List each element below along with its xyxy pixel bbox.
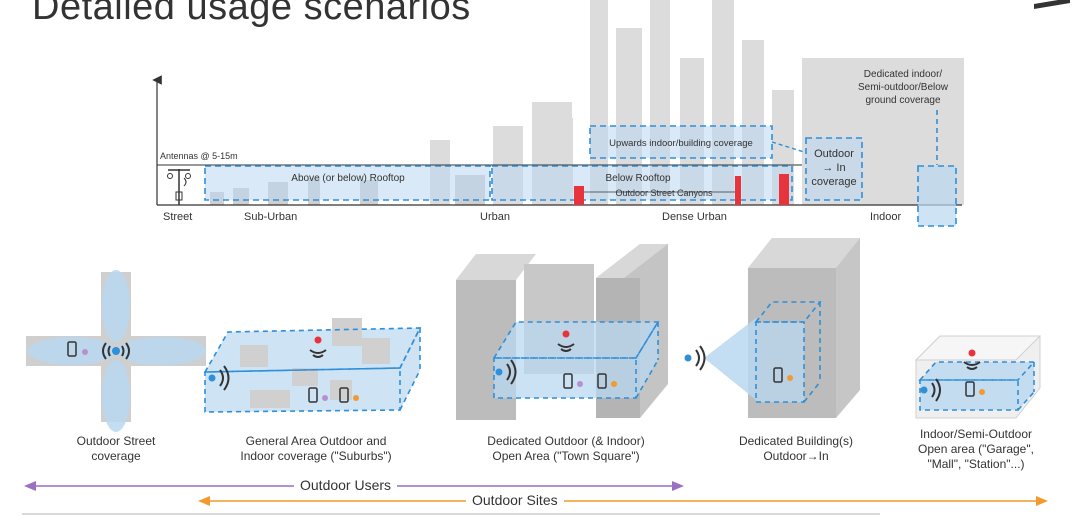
dedicated-indoor-label: Dedicated indoor/ Semi-outdoor/Below gro…: [857, 69, 949, 106]
outdoor-sites-range: [198, 496, 1048, 506]
town-square-scenario: [456, 244, 668, 420]
street-canyon-marker: [779, 174, 789, 205]
scenario-caption-indoor: Indoor/Semi-Outdoor Open area ("Garage",…: [918, 427, 1034, 471]
outdoor-to-in-zone: [805, 137, 863, 201]
building-scenario: [684, 238, 860, 418]
zone-indoor: Indoor: [870, 211, 902, 223]
upwards-indoor-zone: [589, 125, 773, 159]
zone-sub-urban: Sub-Urban: [244, 211, 297, 223]
above-rooftop-zone: [204, 165, 491, 201]
ericsson-logo-icon: [1034, 0, 1070, 9]
zone-street: Street: [163, 211, 192, 223]
suburb-scenario: [203, 318, 422, 413]
antenna-label: Antennas @ 5-15m: [160, 151, 238, 161]
scenario-caption-street: Outdoor Street coverage: [76, 434, 156, 463]
outdoor-users-label: Outdoor Users: [294, 477, 398, 493]
street-cross-scenario: [26, 270, 206, 432]
scenario-caption-suburbs: General Area Outdoor and Indoor coverage…: [240, 434, 392, 463]
zone-urban: Urban: [480, 211, 510, 223]
above-rooftop-label: Above (or below) Rooftop: [291, 173, 405, 184]
scenario-caption-town-square: Dedicated Outdoor (& Indoor) Open Area (…: [487, 434, 645, 463]
street-antenna-icon: [167, 169, 191, 205]
below-rooftop-label: Below Rooftop: [605, 173, 670, 184]
page-title: Detailed usage scenarios: [32, 0, 471, 28]
zone-dense-urban: Dense Urban: [662, 211, 727, 223]
dedicated-indoor-zone: [917, 165, 957, 227]
outdoor-sites-label: Outdoor Sites: [466, 492, 564, 508]
scenario-caption-building: Dedicated Building(s) Outdoor→In: [738, 434, 854, 463]
outdoor-to-in-label: Outdoor → In coverage: [811, 148, 857, 188]
upwards-indoor-label: Upwards indoor/building coverage: [609, 138, 753, 149]
street-canyons-label: Outdoor Street Canyons: [615, 188, 713, 198]
street-canyon-marker: [574, 186, 584, 205]
below-rooftop-zone: [491, 165, 793, 201]
indoor-scenario: [914, 335, 1042, 419]
street-canyon-marker: [735, 176, 741, 205]
